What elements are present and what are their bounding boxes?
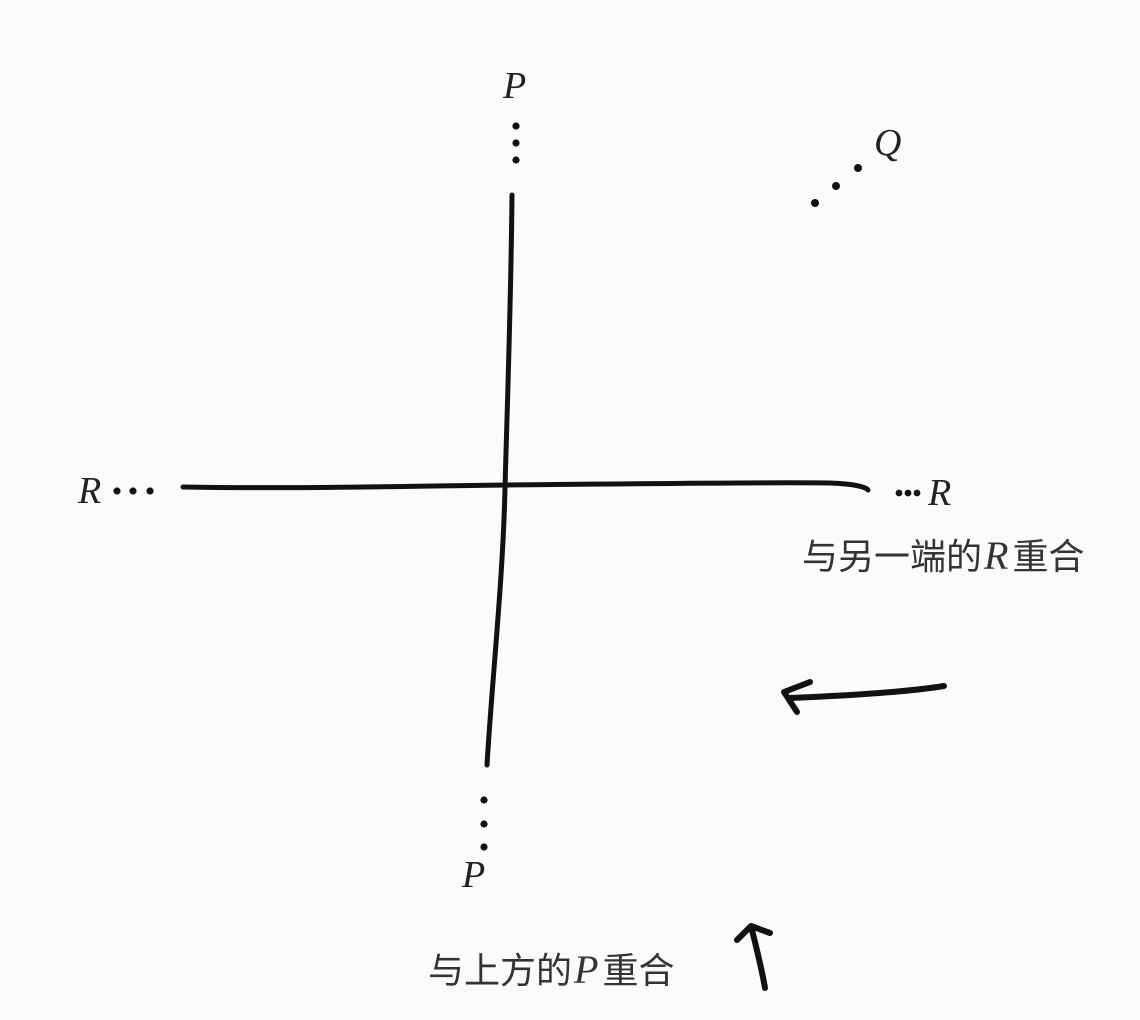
label-top-p: P	[502, 65, 526, 107]
bottom-ellipsis	[480, 796, 488, 851]
left-arrow-icon	[781, 679, 947, 715]
horizontal-line	[180, 480, 871, 493]
note-right-after: 重合	[1012, 537, 1084, 578]
diagonal-ellipsis	[811, 164, 862, 207]
up-arrow-icon	[734, 923, 773, 991]
note-bottom-letter: P	[573, 947, 598, 992]
vertical-line	[484, 192, 515, 768]
note-bottom-before: 与上方的	[428, 951, 572, 992]
top-ellipsis	[512, 122, 520, 164]
label-left-r: R	[77, 470, 101, 512]
label-bottom-p: P	[461, 854, 485, 896]
label-q: Q	[874, 122, 901, 164]
label-right-r: R	[927, 472, 951, 514]
right-ellipsis	[895, 489, 921, 497]
note-right-letter: R	[983, 533, 1008, 578]
note-right-before: 与另一端的	[802, 537, 982, 578]
left-ellipsis	[113, 487, 154, 495]
note-bottom-after: 重合	[602, 951, 674, 992]
